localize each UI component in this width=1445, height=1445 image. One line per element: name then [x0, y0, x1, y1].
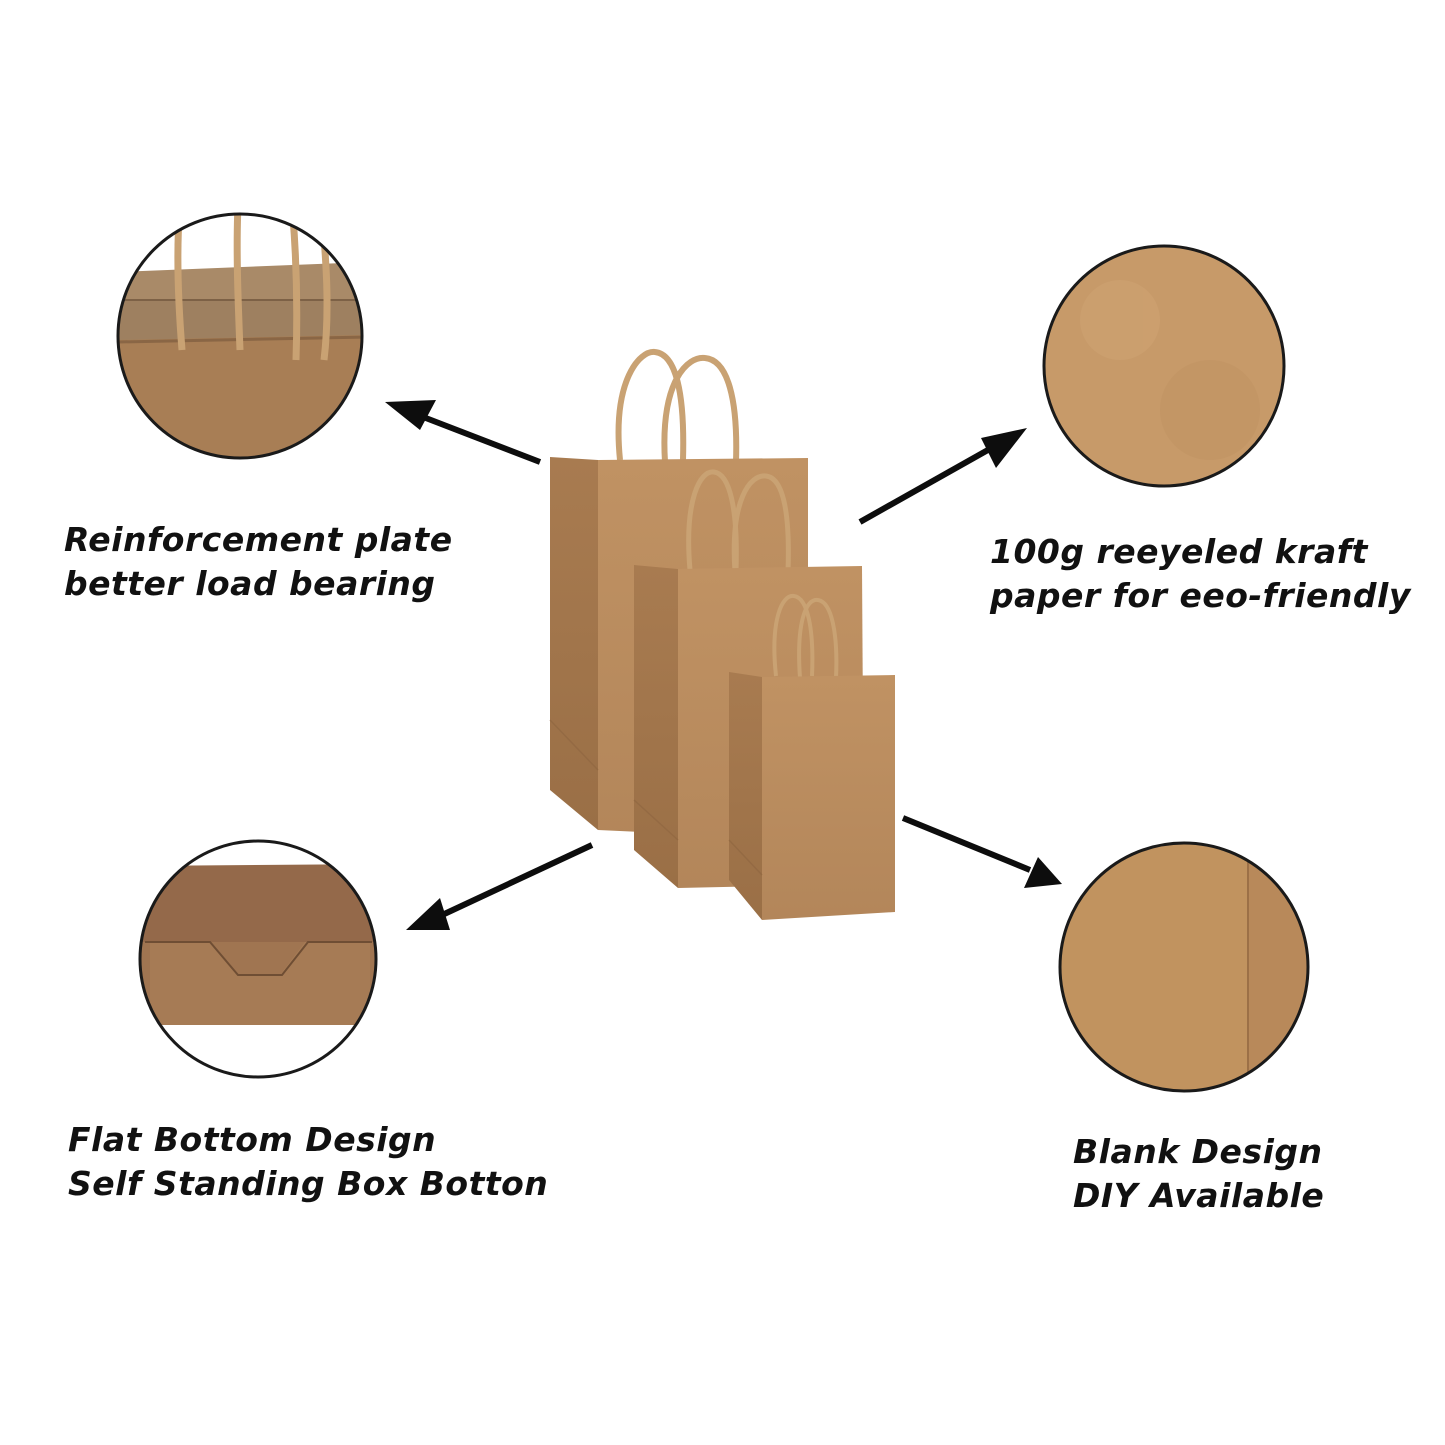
- small-bag-front-panel: [762, 675, 895, 920]
- reinforcement-caption: Reinforcement plate better load bearing: [64, 518, 453, 606]
- kraft-bags-group: [549, 348, 895, 920]
- arrow-to-reinforcement: [385, 400, 542, 465]
- arrow-to-kraft: [858, 428, 1027, 525]
- blank-circle-border: [1058, 841, 1310, 1093]
- small-bag-handle-1: [772, 593, 815, 677]
- medium-bag-handle-2: [731, 473, 791, 573]
- reinforcement-caption-line1: Reinforcement plate: [64, 520, 453, 559]
- bottom-caption-line2: Self Standing Box Botton: [68, 1164, 549, 1203]
- bottom-caption: Flat Bottom Design Self Standing Box Bot…: [68, 1118, 548, 1206]
- kraft-circle-border: [1042, 244, 1286, 488]
- small-bag-handle-2: [797, 597, 839, 679]
- large-bag-handle-2: [661, 354, 740, 463]
- kraft-closeup-circle: [1042, 244, 1286, 488]
- bottom-circle-border: [138, 839, 378, 1079]
- large-bag-side-panel: [550, 457, 598, 830]
- arrow-to-blank: [901, 815, 1062, 888]
- reinforcement-closeup-circle: [116, 212, 364, 460]
- medium-bag-side-panel: [634, 565, 678, 888]
- kraft-caption-line1: 100g reeyeled kraft: [990, 532, 1368, 571]
- small-bag-side-panel: [729, 672, 762, 920]
- bottom-caption-line1: Flat Bottom Design: [68, 1120, 437, 1159]
- reinforcement-caption-line2: better load bearing: [64, 564, 436, 603]
- large-bag-handle-1: [615, 348, 687, 461]
- bottom-closeup-circle: [138, 839, 378, 1079]
- arrow-to-bottom: [406, 842, 594, 930]
- blank-closeup-circle: [1058, 841, 1310, 1093]
- blank-caption-line2: DIY Available: [1073, 1176, 1325, 1215]
- kraft-caption-line2: paper for eeo-friendly: [990, 576, 1411, 615]
- arrows: [385, 400, 1062, 930]
- blank-caption-line1: Blank Design: [1073, 1132, 1323, 1171]
- blank-caption: Blank Design DIY Available: [1073, 1130, 1324, 1218]
- reinforcement-circle-border: [116, 212, 364, 460]
- small-bag: [728, 593, 895, 920]
- kraft-caption: 100g reeyeled kraft paper for eeo-friend…: [990, 530, 1411, 618]
